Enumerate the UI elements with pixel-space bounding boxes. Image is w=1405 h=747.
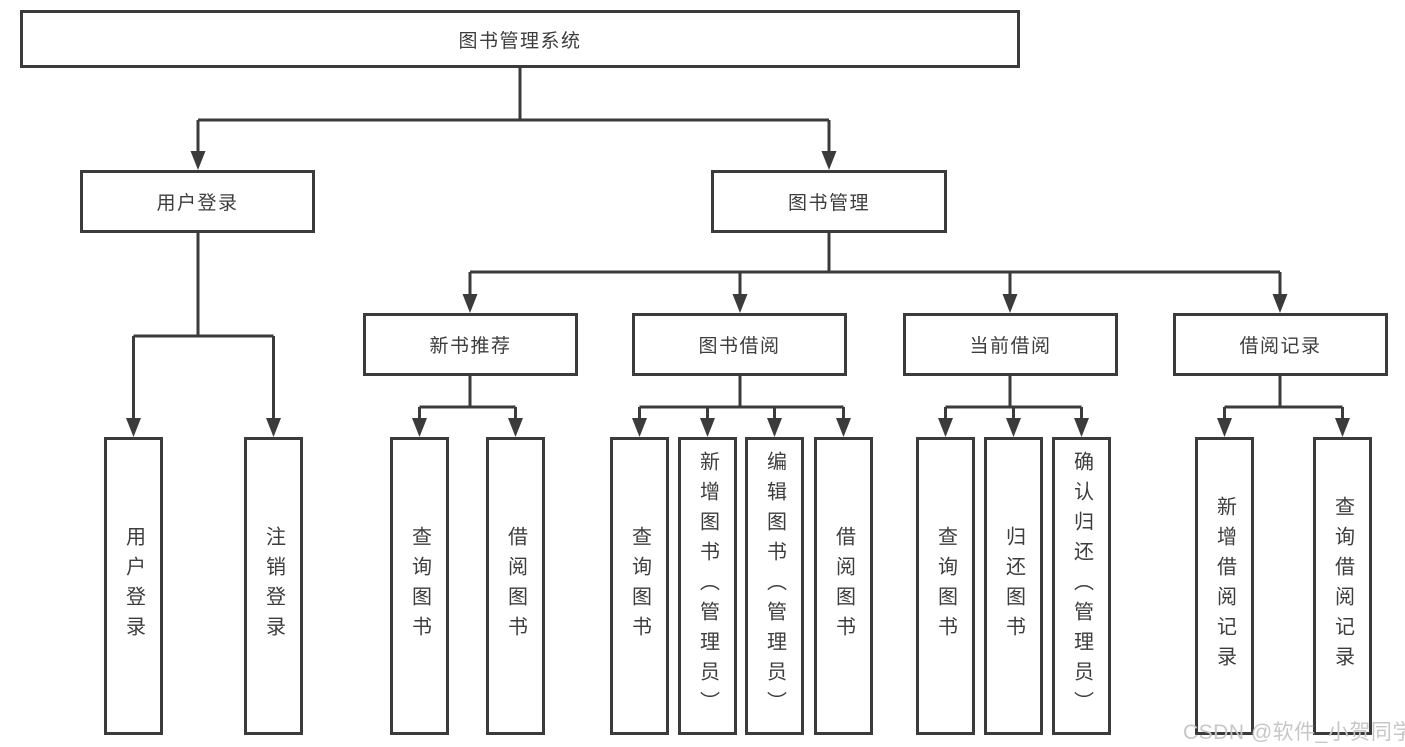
arrow-down-icon: [836, 418, 851, 437]
arrow-down-icon: [1272, 294, 1288, 313]
node-root: 图书管理系统: [20, 10, 1020, 68]
arrowheads: [126, 151, 1350, 437]
arrow-down-icon: [1335, 418, 1350, 437]
node-book-borrow-label: 图书借阅: [698, 336, 781, 357]
connector-root-to-level2: [196, 68, 831, 153]
arrow-down-icon: [732, 294, 748, 313]
arrow-down-icon: [1006, 418, 1021, 437]
leaf-query-books-recommend-label: 查询图书: [408, 526, 431, 646]
arrow-down-icon: [938, 418, 953, 437]
node-user-login-label: 用户登录: [156, 193, 239, 214]
node-new-book-recommend-label: 新书推荐: [429, 336, 512, 357]
connector-borrow-to-leaves: [638, 376, 845, 420]
arrow-down-icon: [190, 151, 206, 170]
leaf-borrow-books-recommend: 借阅图书: [486, 437, 545, 735]
leaf-add-book-admin-label: 新增图书（管理员）: [696, 451, 719, 721]
node-new-book-recommend: 新书推荐: [363, 313, 578, 376]
arrow-down-icon: [266, 418, 281, 437]
arrow-down-icon: [462, 294, 478, 313]
arrow-down-icon: [821, 151, 837, 170]
leaf-return-book-label: 归还图书: [1002, 526, 1025, 646]
arrow-down-icon: [508, 418, 523, 437]
arrow-down-icon: [700, 418, 715, 437]
connector-bookmgmt-to-level3: [468, 233, 1282, 296]
leaf-edit-book-admin-label: 编辑图书（管理员）: [763, 451, 786, 721]
arrow-down-icon: [412, 418, 427, 437]
node-root-label: 图书管理系统: [458, 30, 582, 52]
leaf-user-login: 用户登录: [104, 437, 163, 735]
arrow-down-icon: [1002, 294, 1018, 313]
node-borrow-records: 借阅记录: [1173, 313, 1388, 376]
leaf-logout-label: 注销登录: [262, 526, 285, 646]
leaf-user-login-label: 用户登录: [122, 526, 145, 646]
node-current-borrow: 当前借阅: [903, 313, 1118, 376]
csdn-watermark: CSDN @软件_小贺同学: [1183, 721, 1405, 744]
leaf-confirm-return-admin: 确认归还（管理员）: [1052, 437, 1111, 735]
arrow-down-icon: [1217, 418, 1232, 437]
leaf-query-books-recommend: 查询图书: [390, 437, 449, 735]
leaf-logout: 注销登录: [244, 437, 303, 735]
leaf-query-books-borrow-label: 查询图书: [628, 526, 651, 646]
connector-recommend-to-leaves: [418, 376, 517, 420]
node-borrow-records-label: 借阅记录: [1239, 336, 1322, 357]
arrow-down-icon: [767, 418, 782, 437]
node-book-management: 图书管理: [711, 170, 947, 233]
leaf-borrow-books: 借阅图书: [814, 437, 873, 735]
node-book-borrow: 图书借阅: [632, 313, 847, 376]
leaf-add-borrow-record-label: 新增借阅记录: [1213, 496, 1236, 676]
leaf-edit-book-admin: 编辑图书（管理员）: [745, 437, 804, 735]
leaf-return-book: 归还图书: [984, 437, 1043, 735]
leaf-query-books-current: 查询图书: [916, 437, 975, 735]
leaf-borrow-books-label: 借阅图书: [832, 526, 855, 646]
connector-userlogin-to-leaves: [132, 233, 275, 420]
arrow-down-icon: [632, 418, 647, 437]
leaf-query-borrow-record-label: 查询借阅记录: [1331, 496, 1354, 676]
leaf-add-borrow-record: 新增借阅记录: [1195, 437, 1254, 735]
leaf-confirm-return-admin-label: 确认归还（管理员）: [1070, 451, 1093, 721]
leaf-query-books-current-label: 查询图书: [934, 526, 957, 646]
node-current-borrow-label: 当前借阅: [969, 336, 1052, 357]
arrow-down-icon: [126, 418, 141, 437]
leaf-borrow-books-recommend-label: 借阅图书: [504, 526, 527, 646]
leaf-query-borrow-record: 查询借阅记录: [1313, 437, 1372, 735]
leaf-query-books-borrow: 查询图书: [610, 437, 669, 735]
connector-records-to-leaves: [1223, 376, 1344, 420]
arrow-down-icon: [1074, 418, 1089, 437]
leaf-add-book-admin: 新增图书（管理员）: [678, 437, 737, 735]
connector-current-to-leaves: [944, 376, 1083, 420]
node-user-login: 用户登录: [80, 170, 315, 233]
node-book-management-label: 图书管理: [787, 193, 870, 214]
